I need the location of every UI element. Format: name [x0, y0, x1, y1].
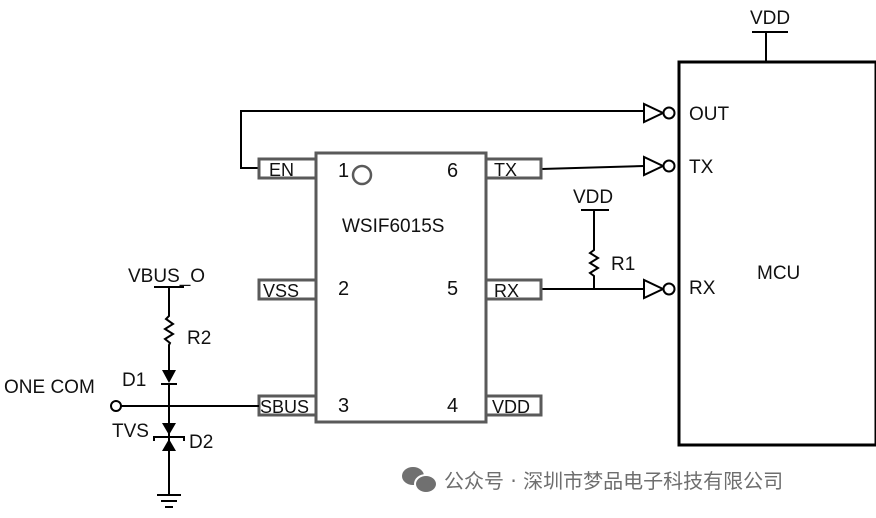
chip-name: WSIF6015S	[342, 216, 444, 237]
d2-label: D2	[189, 432, 213, 453]
tvs-bar	[153, 436, 185, 441]
pin-box-vss	[257, 278, 318, 301]
mcu-pin-rx-label: RX	[689, 278, 716, 299]
wechat-icon	[402, 465, 438, 494]
d1-label: D1	[122, 370, 146, 391]
resistor-r2	[163, 287, 175, 370]
en-to-out-wire	[240, 110, 644, 169]
resistor-r1	[588, 210, 600, 289]
pin-number-3: 3	[338, 395, 349, 417]
pin-number-6: 6	[447, 160, 458, 182]
pin-label-vdd: VDD	[492, 397, 530, 417]
pin-label-tx: TX	[494, 160, 517, 180]
buffer-out	[643, 102, 676, 124]
pin-label-en: EN	[269, 160, 294, 180]
pin-box-rx	[484, 278, 543, 301]
one-com-terminal-icon	[110, 400, 122, 412]
r1-vdd-label: VDD	[573, 187, 613, 208]
mcu-pin-tx-label: TX	[689, 157, 714, 178]
pin-box-vdd	[484, 394, 543, 417]
diode-d1-icon	[162, 370, 176, 383]
pin-box-tx	[484, 157, 543, 180]
pin-number-4: 4	[447, 395, 458, 417]
pin1-marker-icon	[351, 164, 373, 186]
tvs-label: TVS	[112, 421, 149, 442]
ground-icon	[157, 494, 181, 508]
watermark: 公众号 · 深圳市梦品电子科技有限公司	[402, 464, 783, 494]
tvs-upper-icon	[162, 423, 176, 435]
pin-label-sbus: SBUS	[260, 397, 309, 417]
buffer-rx	[643, 278, 676, 300]
one-com-label: ONE COM	[4, 377, 95, 398]
pin-number-5: 5	[447, 278, 458, 300]
buffer-tx	[643, 155, 676, 177]
mcu-block	[677, 60, 876, 447]
r1-label: R1	[611, 254, 635, 275]
r2-label: R2	[187, 328, 211, 349]
pin-box-en	[257, 157, 318, 180]
pin-label-vss: VSS	[263, 281, 299, 301]
pin-number-2: 2	[338, 278, 349, 300]
tvs-lower-icon	[162, 439, 176, 451]
mcu-label: MCU	[757, 263, 800, 284]
pin-number-1: 1	[338, 160, 349, 182]
mcu-vdd-label: VDD	[750, 8, 790, 29]
mcu-pin-out-label: OUT	[689, 104, 730, 125]
pin-label-rx: RX	[494, 281, 519, 301]
vbus-label: VBUS_O	[128, 266, 205, 287]
watermark-text: 公众号 · 深圳市梦品电子科技有限公司	[444, 468, 784, 493]
tx-wire	[540, 165, 645, 170]
